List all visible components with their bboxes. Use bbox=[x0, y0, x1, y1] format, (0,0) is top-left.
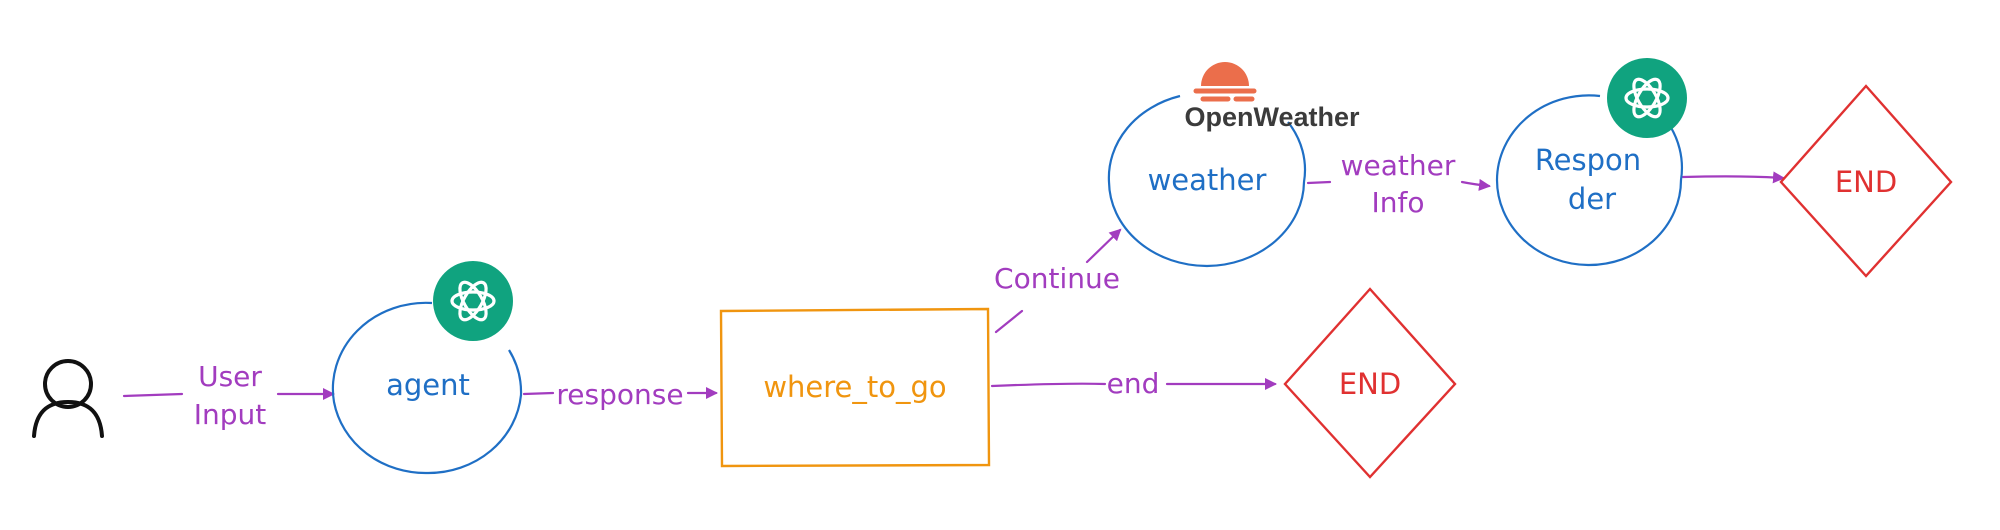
openweather-wordmark: OpenWeather bbox=[1184, 102, 1360, 132]
edge-label-user-input-line2: Input bbox=[194, 398, 267, 431]
edge-user-input-left bbox=[122, 392, 184, 398]
node-weather[interactable]: weather bbox=[1107, 94, 1307, 268]
edge-responder-end bbox=[1681, 171, 1785, 184]
node-agent[interactable]: agent bbox=[331, 301, 523, 475]
node-end-bottom-label: END bbox=[1339, 367, 1401, 401]
node-end-top[interactable]: END bbox=[1779, 84, 1953, 278]
openweather-logo: OpenWeather bbox=[1184, 62, 1360, 132]
node-where-to-go-outline bbox=[719, 307, 991, 468]
edge-label-continue: Continue bbox=[994, 262, 1120, 295]
edge-label-user-input-line1: User bbox=[198, 360, 262, 393]
edge-continue-head bbox=[1085, 228, 1122, 264]
user-icon bbox=[32, 359, 104, 438]
node-end-bottom-outline bbox=[1283, 287, 1457, 479]
openai-icon bbox=[433, 261, 513, 341]
node-where-to-go[interactable]: where_to_go bbox=[719, 307, 991, 468]
node-responder-label-line1: Respon bbox=[1535, 143, 1641, 177]
openai-icon bbox=[1607, 58, 1687, 138]
node-agent-label: agent bbox=[386, 368, 470, 402]
node-responder[interactable]: Respon der bbox=[1495, 94, 1684, 267]
node-responder-outline bbox=[1495, 94, 1684, 267]
edge-label-weather-info-line1: weather bbox=[1341, 149, 1456, 182]
edge-label-weather-info-line2: Info bbox=[1372, 186, 1425, 219]
node-agent-outline bbox=[331, 301, 523, 475]
node-end-bottom[interactable]: END bbox=[1283, 287, 1457, 479]
node-end-top-label: END bbox=[1835, 165, 1897, 199]
edge-end-left bbox=[990, 382, 1107, 388]
edge-continue-tail bbox=[994, 309, 1024, 334]
edge-label-response: response bbox=[556, 378, 683, 411]
node-where-to-go-label: where_to_go bbox=[763, 370, 946, 404]
node-end-top-outline bbox=[1779, 84, 1953, 278]
edge-response-left bbox=[522, 391, 555, 396]
node-weather-outline bbox=[1107, 94, 1307, 268]
edges bbox=[122, 171, 1785, 400]
edge-label-end: end bbox=[1107, 367, 1160, 400]
node-weather-label: weather bbox=[1148, 163, 1267, 197]
edge-weather-info-left bbox=[1306, 180, 1332, 185]
node-responder-label-line2: der bbox=[1568, 182, 1616, 216]
openweather-sun-icon bbox=[1193, 62, 1257, 102]
edge-weather-info-right bbox=[1460, 178, 1491, 191]
